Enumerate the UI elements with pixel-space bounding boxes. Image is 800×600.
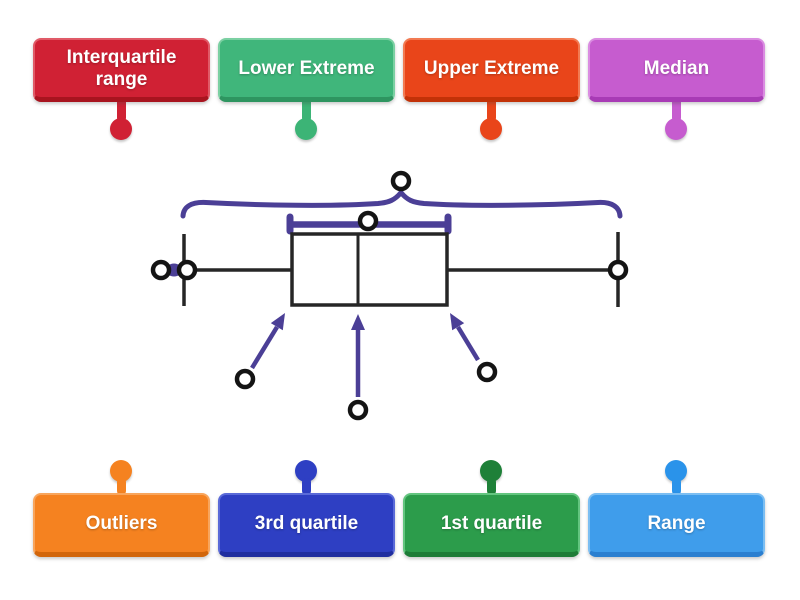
pin-ball <box>110 460 132 482</box>
label-card-outliers[interactable]: Outliers <box>33 493 210 557</box>
box-plot-diagram <box>150 170 629 421</box>
target-upper-extreme[interactable] <box>607 259 629 281</box>
pin-stem <box>302 98 311 122</box>
pin-ball <box>295 118 317 140</box>
target-lower-extreme[interactable] <box>176 259 198 281</box>
pin-stem <box>487 98 496 122</box>
label-card-lower-extreme[interactable]: Lower Extreme <box>218 38 395 102</box>
box-plot-box <box>290 232 449 307</box>
first-quartile-arrow <box>250 325 279 370</box>
pin-ball <box>665 460 687 482</box>
median-arrowhead <box>351 314 365 330</box>
label-card-1st-quartile[interactable]: 1st quartile <box>403 493 580 557</box>
target-median[interactable] <box>347 399 369 421</box>
label-card-range[interactable]: Range <box>588 493 765 557</box>
third-quartile-arrowhead <box>450 313 465 331</box>
pin-ball <box>665 118 687 140</box>
pin-stem <box>117 98 126 122</box>
label-card-median[interactable]: Median <box>588 38 765 102</box>
pin-ball <box>295 460 317 482</box>
label-card-upper-extreme[interactable]: Upper Extreme <box>403 38 580 102</box>
range-brace <box>180 188 623 219</box>
pin-stem <box>487 478 496 495</box>
first-quartile-arrowhead <box>270 313 285 331</box>
pin-stem <box>302 478 311 495</box>
label-card-interquartile-range[interactable]: Interquartile range <box>33 38 210 102</box>
pin-stem <box>117 478 126 495</box>
label-card-3rd-quartile[interactable]: 3rd quartile <box>218 493 395 557</box>
target-third-quartile[interactable] <box>476 361 498 383</box>
target-outliers[interactable] <box>150 259 172 281</box>
target-first-quartile[interactable] <box>234 368 256 390</box>
third-quartile-arrow <box>456 325 480 362</box>
pin-stem <box>672 98 681 122</box>
pin-ball <box>110 118 132 140</box>
target-interquartile-range[interactable] <box>357 210 379 232</box>
pin-ball <box>480 118 502 140</box>
pin-stem <box>672 478 681 495</box>
target-range[interactable] <box>390 170 412 192</box>
pin-ball <box>480 460 502 482</box>
